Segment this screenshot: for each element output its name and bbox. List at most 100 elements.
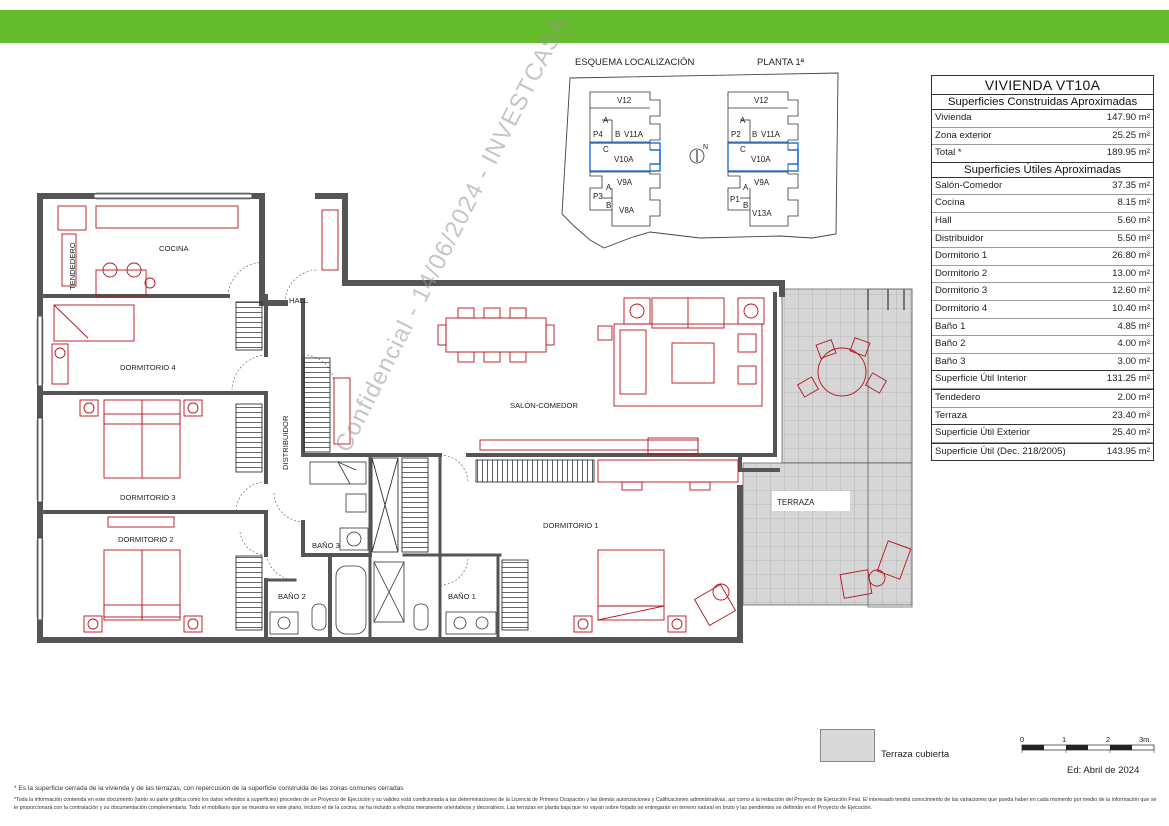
surface-value: 10.40 m² (1112, 302, 1150, 314)
surface-label: Distribuidor (935, 232, 984, 244)
room-label-bano3: BAÑO 3 (312, 541, 340, 550)
unit-highlight-right-bump (788, 149, 799, 165)
scale-tick: 1 (1062, 735, 1066, 744)
surface-label: Dormitorio 2 (935, 267, 988, 279)
surface-label: Dormitorio 3 (935, 285, 988, 297)
surface-row: Dormitorio 4 10.40 m² (932, 301, 1153, 319)
room-label-hall: HALL (289, 296, 308, 305)
surface-label: Salón-Comedor (935, 179, 1003, 191)
surface-row: Hall 5.60 m² (932, 213, 1153, 231)
scale-bar: 0 1 2 3m. (1020, 735, 1155, 753)
unit-label: V10A (751, 155, 771, 164)
surface-value: 26.80 m² (1112, 250, 1150, 262)
location-title: ESQUEMA LOCALIZACIÓN (575, 57, 694, 68)
surface-label: Superficie Útil Interior (935, 373, 1027, 385)
unit-label: V11A (624, 130, 644, 139)
room-label-tendedero: TENDEDERO (68, 242, 77, 290)
unit-label: B (615, 130, 620, 139)
room-label-dormitorio3: DORMITORIO 3 (120, 493, 176, 502)
unit-label: V9A (617, 178, 633, 187)
surface-label: Hall (935, 214, 952, 226)
unit-label: P1 (730, 195, 740, 204)
surface-label: Total * (935, 147, 962, 159)
useful-header: Superficies Útiles Aproximadas (932, 161, 1153, 178)
surface-value: 5.50 m² (1117, 232, 1150, 244)
room-label-bano2: BAÑO 2 (278, 592, 306, 601)
surface-value: 25.25 m² (1112, 129, 1150, 141)
unit-label: P2 (731, 130, 741, 139)
surface-value: 131.25 m² (1106, 373, 1150, 385)
surface-value: 4.85 m² (1117, 320, 1150, 332)
surface-value: 13.00 m² (1112, 267, 1150, 279)
unit-label: A (606, 183, 612, 192)
surface-label: Tendedero (935, 391, 981, 403)
surface-row: Vivienda 147.90 m² (932, 110, 1153, 128)
surface-row: Cocina 8.15 m² (932, 195, 1153, 213)
unit-label: B (752, 130, 757, 139)
surfaces-table: VIVIENDA VT10A Superficies Construidas A… (931, 75, 1154, 462)
surface-row: Zona exterior 25.25 m² (932, 128, 1153, 146)
unit-label: V13A (752, 209, 772, 218)
surface-row: Baño 1 4.85 m² (932, 319, 1153, 337)
unit-label: C (603, 145, 609, 154)
constructed-rows: Vivienda 147.90 m² Zona exterior 25.25 m² To… (932, 110, 1153, 162)
room-label-bano1: BAÑO 1 (448, 592, 476, 601)
surface-value: 23.40 m² (1112, 409, 1150, 421)
surface-label: Zona exterior (935, 129, 992, 141)
scale-tick: 0 (1020, 735, 1024, 744)
surface-value: 25.40 m² (1112, 427, 1150, 439)
edition-date: Ed: Abril de 2024 (1067, 765, 1140, 776)
surface-value: 37.35 m² (1112, 179, 1150, 191)
room-label-dormitorio2: DORMITORIO 2 (118, 535, 174, 544)
surface-row: Distribuidor 5.50 m² (932, 231, 1153, 249)
surface-value: 143.95 m² (1106, 445, 1150, 457)
footnote-surface: * Es la superficie cerrada de la viviend… (14, 785, 404, 792)
unit-label: V10A (614, 155, 634, 164)
room-label-salon: SALÓN-COMEDOR (510, 401, 578, 410)
surface-value: 147.90 m² (1106, 112, 1150, 123)
surface-value: 4.00 m² (1117, 338, 1150, 350)
surface-row: Salón-Comedor 37.35 m² (932, 178, 1153, 196)
surface-row: Dormitorio 2 13.00 m² (932, 266, 1153, 284)
surface-value: 3.00 m² (1117, 355, 1150, 367)
surface-value: 189.95 m² (1106, 147, 1150, 159)
surface-value: 5.60 m² (1117, 214, 1150, 226)
surface-label: Cocina (935, 197, 965, 209)
surface-label: Baño 1 (935, 320, 966, 332)
room-label-dormitorio4: DORMITORIO 4 (120, 363, 176, 372)
unit-label: C (740, 145, 746, 154)
room-label-terraza: TERRAZA (777, 498, 815, 507)
surface-row-interior: Superficie Útil Interior 131.25 m² (932, 370, 1153, 389)
surface-label: Dormitorio 4 (935, 302, 988, 314)
unit-label: V8A (619, 206, 635, 215)
surface-value: 12.60 m² (1112, 285, 1150, 297)
scale-tick: 2 (1106, 735, 1110, 744)
unit-label: P4 (593, 130, 603, 139)
surface-row-exterior: Superficie Útil Exterior 25.40 m² (932, 424, 1153, 443)
surface-row-decree: Superficie Útil (Dec. 218/2005) 143.95 m… (932, 442, 1153, 461)
location-schema: ESQUEMA LOCALIZACIÓN PLANTA 1ª V12 A P4 … (561, 57, 839, 249)
walls (37, 193, 785, 643)
unit-label: A (740, 116, 746, 125)
unit-label: V11A (761, 130, 781, 139)
unit-label: A (743, 183, 749, 192)
surface-row: Dormitorio 3 12.60 m² (932, 283, 1153, 301)
surface-label: Vivienda (935, 112, 972, 123)
surface-row: Baño 3 3.00 m² (932, 354, 1153, 371)
surface-label: Dormitorio 1 (935, 250, 988, 262)
footnote-disclaimer: *Toda la información contenida en este d… (14, 797, 1157, 811)
unit-highlight-left-bump (650, 149, 661, 165)
unit-label: A (603, 116, 609, 125)
surface-label: Baño 2 (935, 338, 966, 350)
unit-label: B (606, 201, 611, 210)
furniture (51, 205, 912, 633)
legend-label: Terraza cubierta (881, 749, 950, 760)
room-label-dormitorio1: DORMITORIO 1 (543, 521, 599, 530)
surface-value: 8.15 m² (1117, 197, 1150, 209)
surface-label: Baño 3 (935, 355, 966, 367)
window-lines (36, 192, 250, 618)
north-arrow-icon: N (689, 144, 708, 164)
